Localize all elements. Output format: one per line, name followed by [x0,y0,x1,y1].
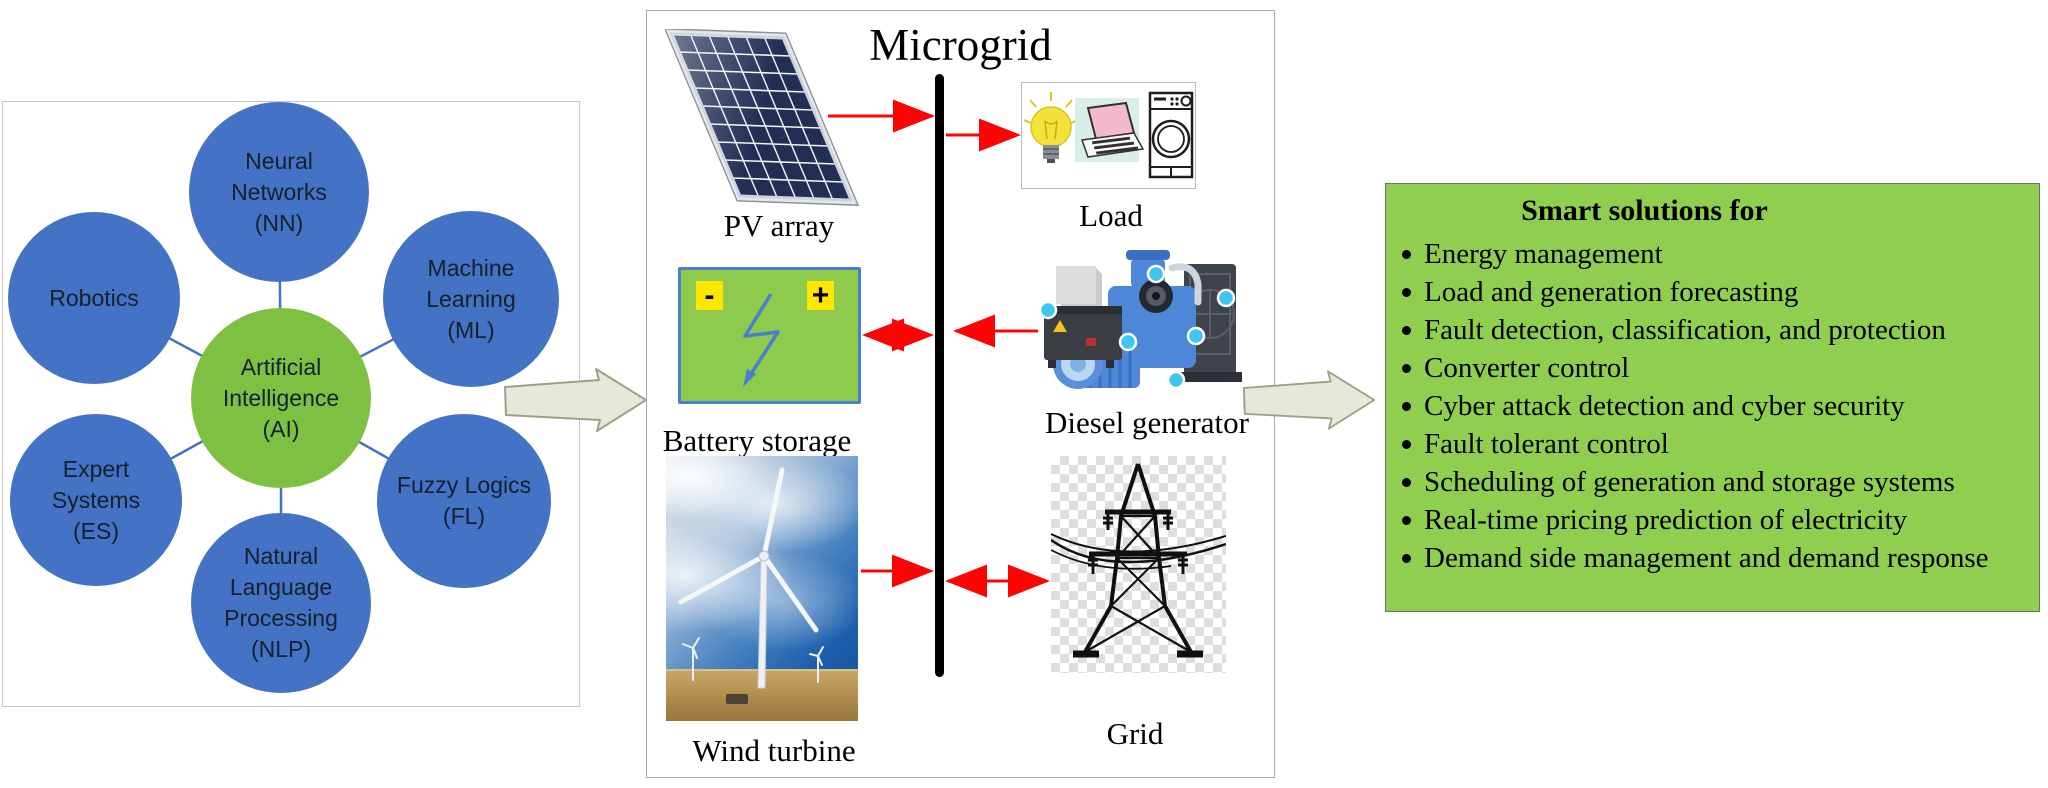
solutions-item: Load and generation forecasting [1398,273,2039,311]
solutions-item: Fault tolerant control [1398,425,2039,463]
diesel-generator-label: Diesel generator [1045,405,1249,440]
circle-neural-networks: Neural Networks (NN) [189,102,369,282]
pv-array-label: PV array [723,208,835,243]
circle-label: Neural Networks (NN) [231,147,327,236]
circle-label: Machine Learning (ML) [426,254,516,343]
battery-storage-icon: - + [678,267,861,404]
solutions-item: Energy management [1398,235,2039,273]
circle-label: Natural Language Processing (NLP) [224,543,338,662]
solutions-item: Scheduling of generation and storage sys… [1398,463,2039,501]
circle-artificial-intelligence: Artificial Intelligence (AI) [191,308,371,488]
circle-machine-learning: Machine Learning (ML) [383,211,559,387]
battery-minus-terminal: - [696,280,723,310]
bus-bar [935,74,944,677]
battery-storage-label: Battery storage [662,423,852,458]
circle-label: Fuzzy Logics (FL) [396,472,532,529]
flow-arrow-left-icon [504,368,647,432]
battery-plus-terminal: + [807,280,834,310]
solutions-title: Smart solutions for [1521,194,1768,227]
pv-array-icon [663,28,875,219]
circle-nlp: Natural Language Processing (NLP) [191,513,371,693]
solutions-item: Fault detection, classification, and pro… [1398,311,2039,349]
solutions-panel: Smart solutions for Energy management Lo… [1385,183,2040,612]
battery-bolt-icon [743,293,780,387]
circle-expert-systems: Expert Systems (ES) [10,414,182,586]
flow-arrow-right-icon [1242,370,1376,430]
circle-label: Artificial Intelligence (AI) [222,353,340,442]
load-label: Load [1079,198,1143,233]
bus-and-arrows [828,74,1050,677]
solutions-item: Cyber attack detection and cyber securit… [1398,387,2039,425]
solutions-item: Real-time pricing prediction of electric… [1398,501,2039,539]
circle-robotics: Robotics [8,212,180,384]
grid-label: Grid [1106,716,1164,751]
circle-fuzzy-logics: Fuzzy Logics (FL) [377,414,551,588]
microgrid-title: Microgrid [869,20,1052,70]
wind-turbine-label: Wind turbine [692,733,856,768]
load-icon [1021,82,1196,189]
ai-panel: Neural Networks (NN) Robotics Machine Le… [2,101,580,707]
solutions-list: Energy management Load and generation fo… [1386,235,2039,577]
grid-icon [1051,456,1226,673]
solutions-item: Converter control [1398,349,2039,387]
wind-turbine-icon [666,456,858,721]
diesel-generator-icon [1036,244,1246,406]
microgrid-panel: Microgrid [646,10,1275,778]
solutions-item: Demand side management and demand respon… [1398,539,2039,577]
circle-label: Expert Systems (ES) [51,455,141,544]
circle-label: Robotics [49,284,139,311]
